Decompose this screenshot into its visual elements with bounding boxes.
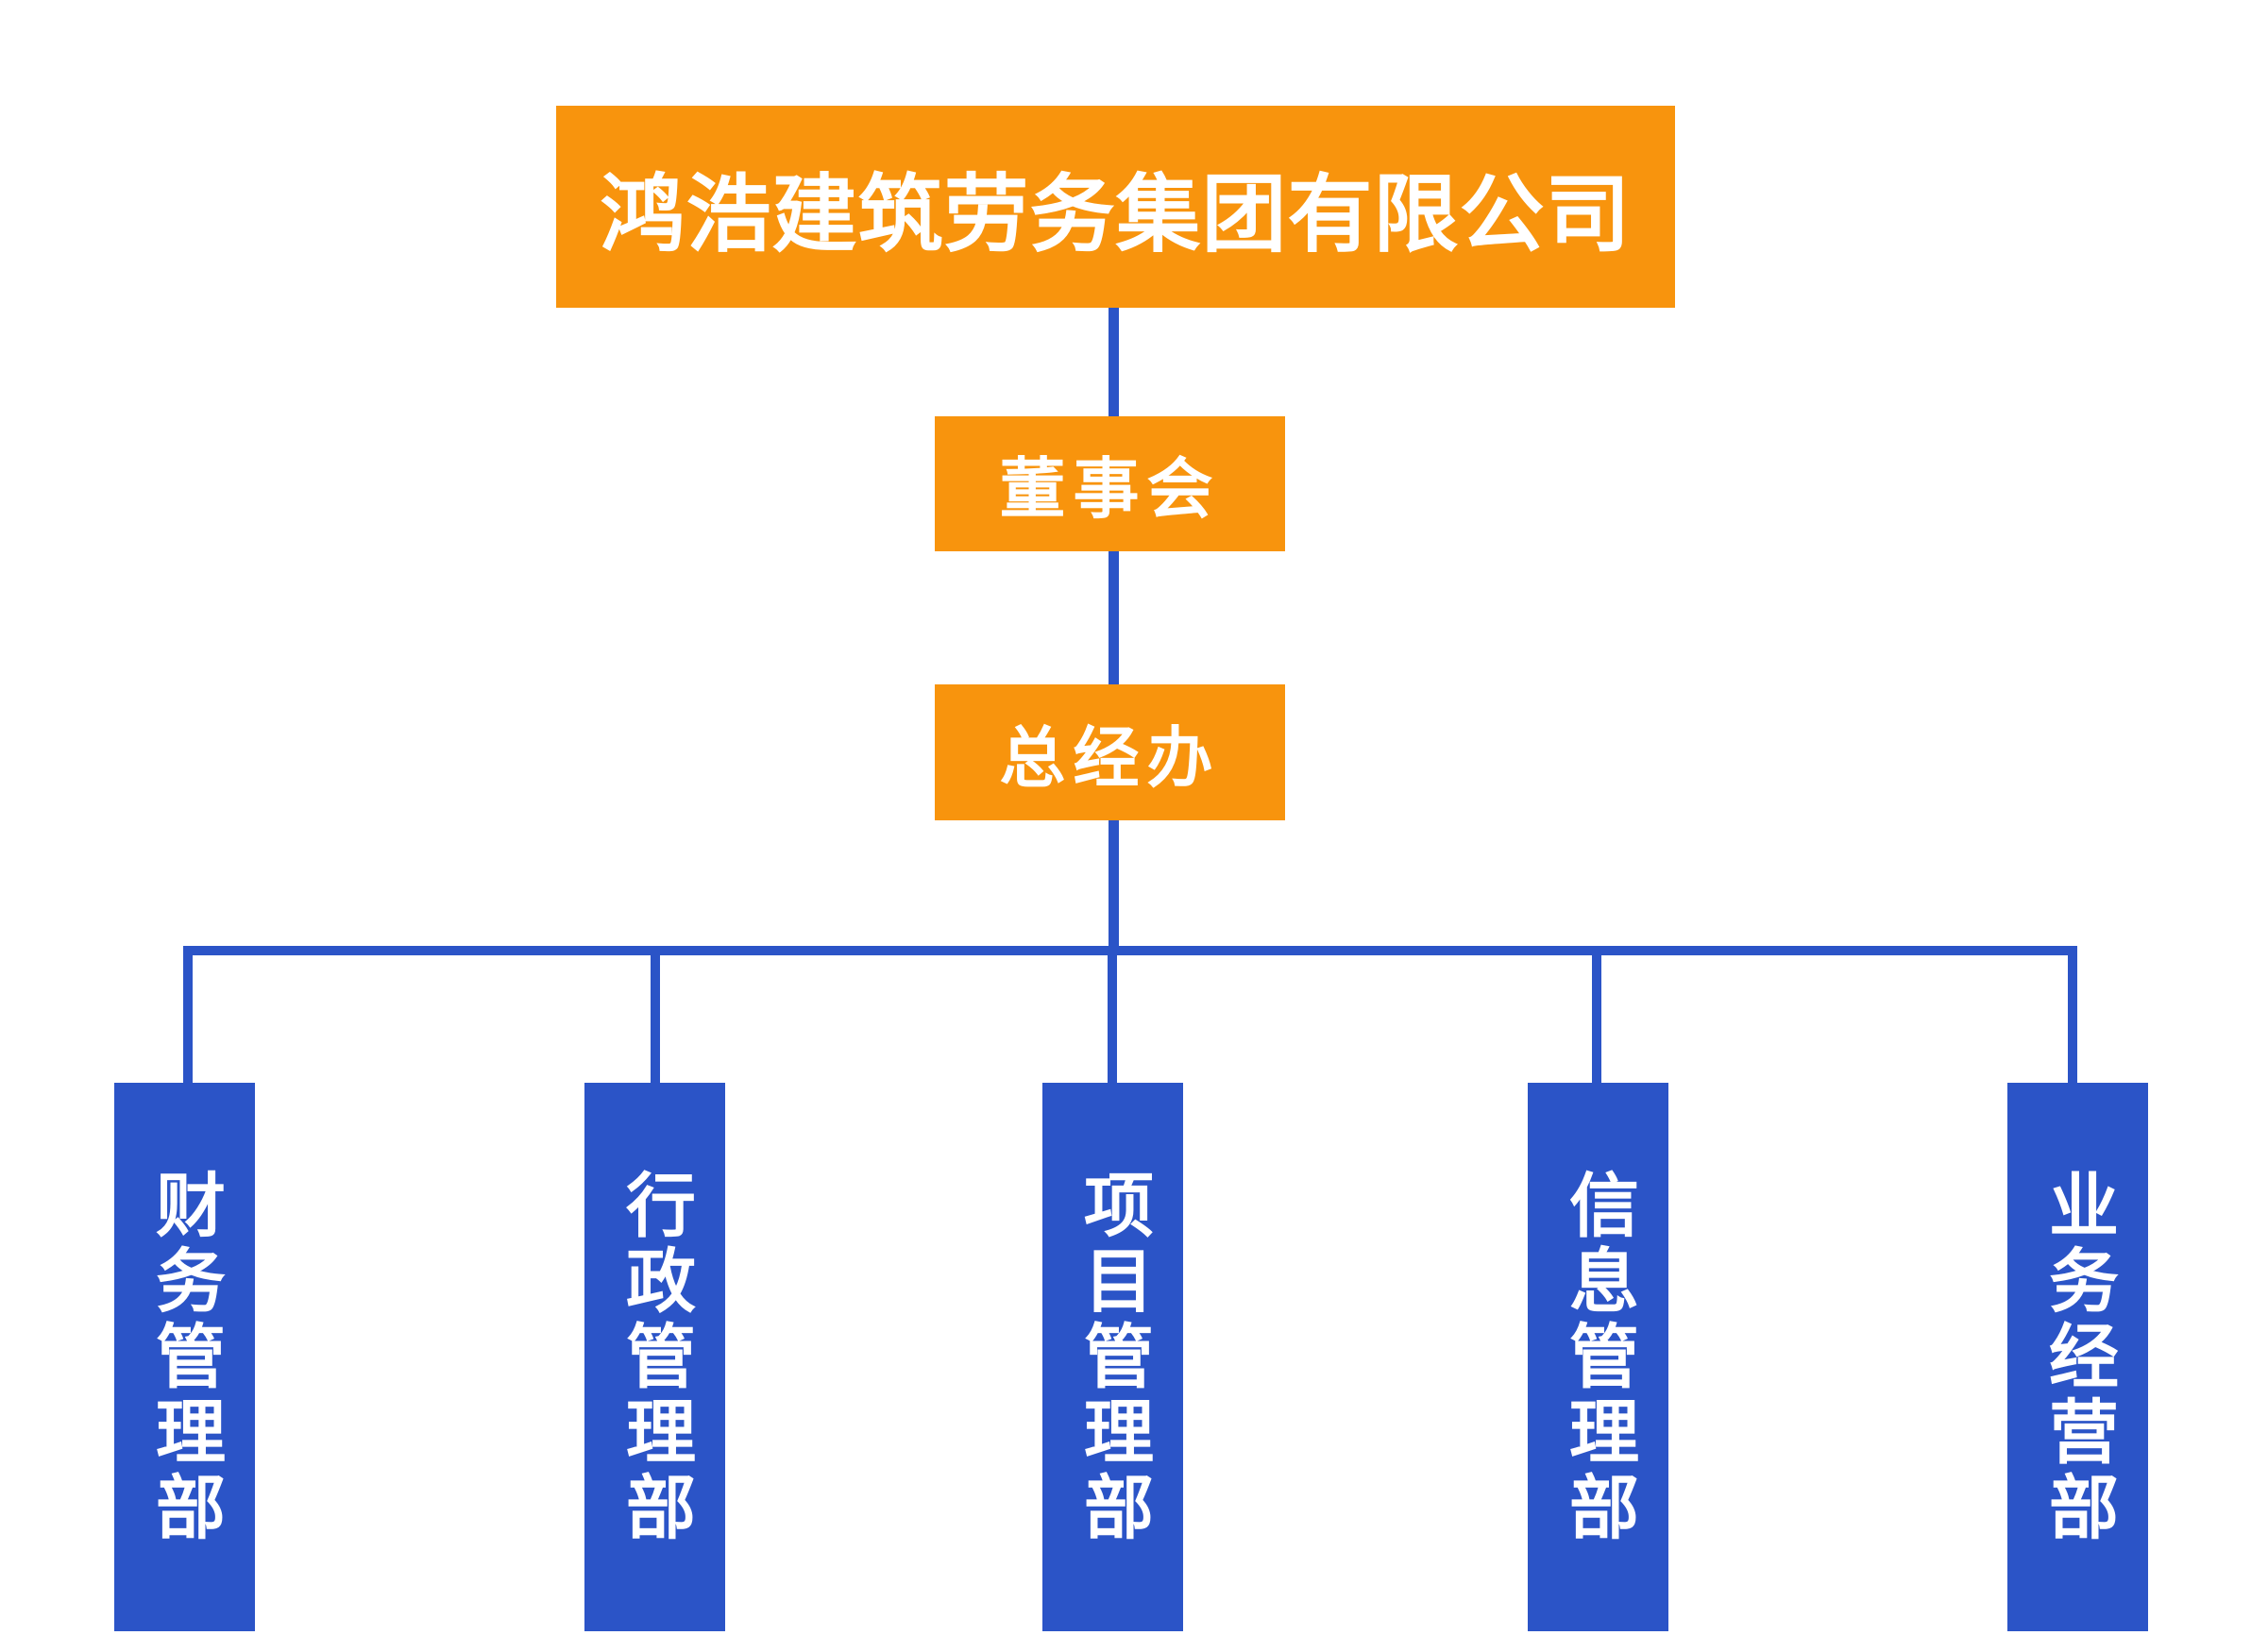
company-name-label: 鸿浩建筑劳务集团有限公司 (600, 168, 1632, 262)
connector-drop-admin (651, 946, 660, 1083)
connector-drop-info (1592, 946, 1601, 1083)
org-node-gm-office: 总经办 (935, 684, 1285, 820)
business-dept-label: 业务经营部 (2039, 1168, 2118, 1546)
connector-gm-office-bus (1109, 820, 1119, 946)
connector-drop-business (2068, 946, 2077, 1083)
info-dept-label: 信息管理部 (1559, 1168, 1638, 1546)
org-node-admin-dept: 行政管理部 (584, 1083, 725, 1631)
org-node-info-dept: 信息管理部 (1528, 1083, 1668, 1631)
connector-horizontal-bus (184, 946, 2077, 955)
org-node-company: 鸿浩建筑劳务集团有限公司 (556, 106, 1675, 308)
org-node-finance-dept: 财务管理部 (114, 1083, 255, 1631)
gm-office-label: 总经办 (999, 720, 1221, 795)
connector-company-board (1109, 308, 1119, 416)
board-label: 董事会 (999, 452, 1221, 526)
org-node-board: 董事会 (935, 416, 1285, 551)
connector-board-gm-office (1109, 551, 1119, 684)
connector-drop-finance (183, 946, 193, 1083)
admin-dept-label: 行政管理部 (616, 1168, 695, 1546)
org-node-business-dept: 业务经营部 (2007, 1083, 2148, 1631)
finance-dept-label: 财务管理部 (145, 1168, 225, 1546)
connector-drop-project (1108, 946, 1117, 1083)
project-dept-label: 项目管理部 (1074, 1168, 1153, 1546)
org-node-project-dept: 项目管理部 (1042, 1083, 1183, 1631)
